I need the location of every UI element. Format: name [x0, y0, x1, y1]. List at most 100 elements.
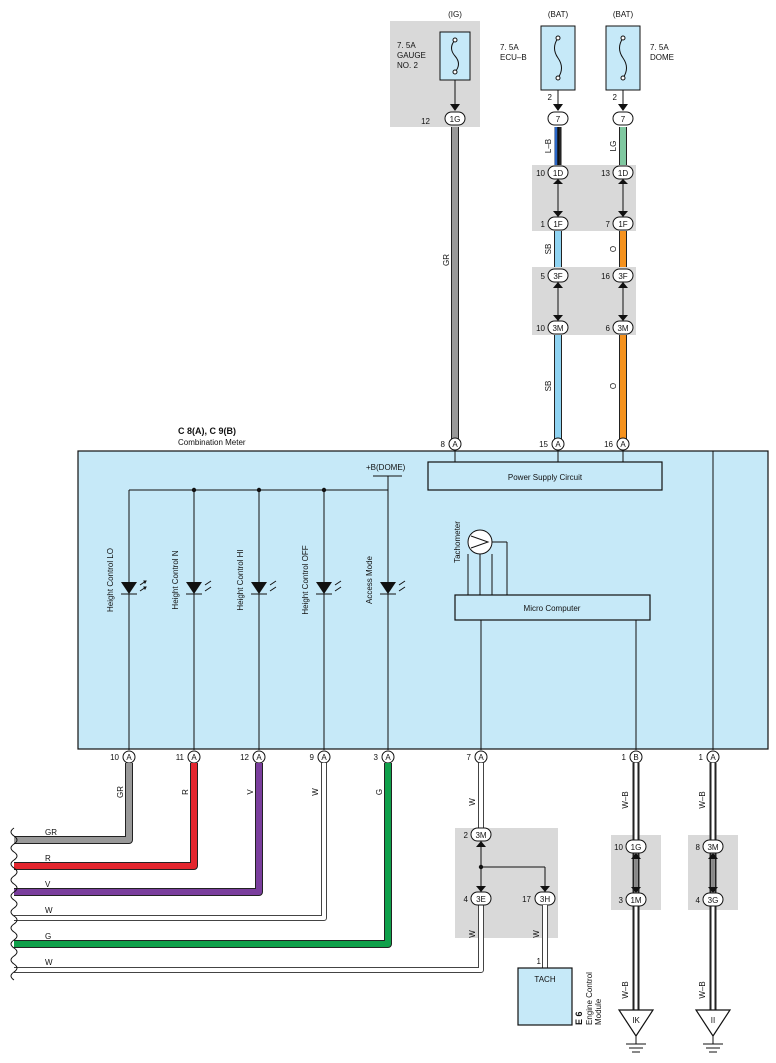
- diagram-label: W: [45, 906, 53, 915]
- diagram-label: 8: [696, 843, 701, 852]
- diagram-label: (BAT): [548, 10, 569, 19]
- diagram-label: A: [126, 753, 132, 762]
- diagram-label: 4: [464, 895, 469, 904]
- diagram-label: 7: [556, 115, 561, 124]
- diagram-label: A: [620, 440, 626, 449]
- diagram-label: 3: [619, 896, 624, 905]
- diagram-label: E 6: [574, 1011, 584, 1025]
- diagram-label: A: [452, 440, 458, 449]
- diagram-label: 3H: [540, 895, 550, 904]
- diagram-label: W–B: [698, 791, 707, 808]
- wire-v: [14, 763, 263, 896]
- connector-3g: 3G 4: [696, 892, 724, 907]
- diagram-label: 3F: [553, 272, 562, 281]
- diagram-label: O: [609, 383, 618, 389]
- fuse-icon: [554, 37, 562, 79]
- meter-top-pin-16: A 16: [604, 437, 630, 462]
- wire-lb: [554, 90, 562, 165]
- fuse-dome: (BAT) 7. 5A DOME 2: [605, 10, 674, 102]
- diagram-label: GR: [442, 254, 451, 266]
- ground-ik-icon: IK: [617, 1009, 655, 1053]
- led-access-mode: Access Mode: [365, 490, 406, 750]
- diagram-label: II: [711, 1016, 715, 1025]
- diagram-label: 10: [614, 843, 623, 852]
- micro-computer: [454, 594, 651, 621]
- connector-1g-lower: 1G 10: [614, 839, 647, 893]
- connector-7-ecu: 7: [547, 104, 569, 126]
- diagram-label: A: [555, 440, 561, 449]
- connector-3f-right: 3F 16: [601, 268, 634, 321]
- diagram-label: A: [321, 753, 327, 762]
- diagram-label: V: [246, 789, 255, 795]
- diagram-label: 1D: [553, 169, 563, 178]
- diagram-label: 9: [310, 753, 315, 762]
- diagram-label: GAUGE: [397, 51, 426, 60]
- diagram-label: 7. 5A: [500, 43, 519, 52]
- wire-g: [14, 763, 392, 948]
- diagram-label: B: [633, 753, 638, 762]
- connector-3m-lower: 3M 8: [696, 839, 724, 893]
- diagram-label: 2: [464, 831, 469, 840]
- diagram-label: Height Control N: [171, 550, 180, 609]
- connector-3m-left: 3M 10: [536, 320, 569, 335]
- meter-bottom-pins: A10 A11 A12 A9 A3 A7 B1 A1: [110, 750, 720, 764]
- diagram-label: 12: [421, 117, 430, 126]
- connector-3e: 3E 4: [464, 891, 492, 906]
- diagram-label: 8: [441, 440, 446, 449]
- diagram-label: Height Control HI: [236, 549, 245, 610]
- diagram-label: 10: [110, 753, 119, 762]
- wire-w-2: [14, 763, 484, 973]
- diagram-label: Engine Control: [585, 972, 594, 1025]
- diagram-label: V: [45, 880, 51, 889]
- diagram-label: GR: [45, 828, 57, 837]
- diagram-label: NO. 2: [397, 61, 418, 70]
- diagram-label: 3F: [618, 272, 627, 281]
- diagram-label: W: [468, 798, 477, 806]
- diagram-label: W–B: [621, 981, 630, 998]
- diagram-label: 2: [613, 93, 618, 102]
- fuse-source: (IG): [448, 10, 462, 19]
- diagram-label: A: [256, 753, 262, 762]
- diagram-label: A: [385, 753, 391, 762]
- fuse-icon: [619, 37, 627, 79]
- diagram-label: 7: [467, 753, 472, 762]
- diagram-label: 15: [539, 440, 548, 449]
- junction-block-3m-3e: [455, 828, 558, 938]
- diagram-label: 1: [537, 957, 542, 966]
- connector-1f-left: 1F 1: [541, 216, 569, 231]
- diagram-label: Tachometer: [453, 521, 462, 563]
- meter-top-pin-8: A 8: [441, 437, 462, 462]
- diagram-label: Height Control OFF: [301, 545, 310, 614]
- diagram-label: SB: [544, 244, 553, 255]
- diagram-label: DOME: [650, 53, 674, 62]
- diagram-label: 1F: [553, 220, 562, 229]
- diagram-label: 2: [548, 93, 553, 102]
- diagram-label: W: [45, 958, 53, 967]
- diagram-label: W–B: [621, 791, 630, 808]
- diagram-label: 1: [699, 753, 704, 762]
- combination-meter-box: [77, 450, 769, 750]
- diagram-label: W: [532, 930, 541, 938]
- diagram-label: 16: [604, 440, 613, 449]
- connector-3f-left: 3F 5: [541, 268, 569, 321]
- diagram-label: 11: [176, 753, 185, 762]
- diagram-label: O: [609, 246, 618, 252]
- diagram-label: 13: [601, 169, 610, 178]
- diagram-label: G: [45, 932, 51, 941]
- led-height-n: Height Control N: [171, 490, 212, 750]
- diagram-label: 1G: [631, 843, 642, 852]
- diagram-label: R: [181, 789, 190, 795]
- diagram-label: A: [478, 753, 484, 762]
- diagram-label: 10: [536, 324, 545, 333]
- diagram-label: 1: [622, 753, 627, 762]
- meter-ref: C 8(A), C 9(B): [178, 426, 236, 436]
- diagram-label: LG: [609, 141, 618, 152]
- diagram-label: 7. 5A: [650, 43, 669, 52]
- tachometer-gauge: Tachometer: [453, 521, 508, 595]
- connector-3m-tach: 3M 2: [464, 827, 550, 892]
- diagram-label: 5: [541, 272, 546, 281]
- led-height-lo: Height Control LO: [106, 490, 147, 750]
- diagram-label: 3G: [708, 896, 719, 905]
- diagram-label: 12: [240, 753, 249, 762]
